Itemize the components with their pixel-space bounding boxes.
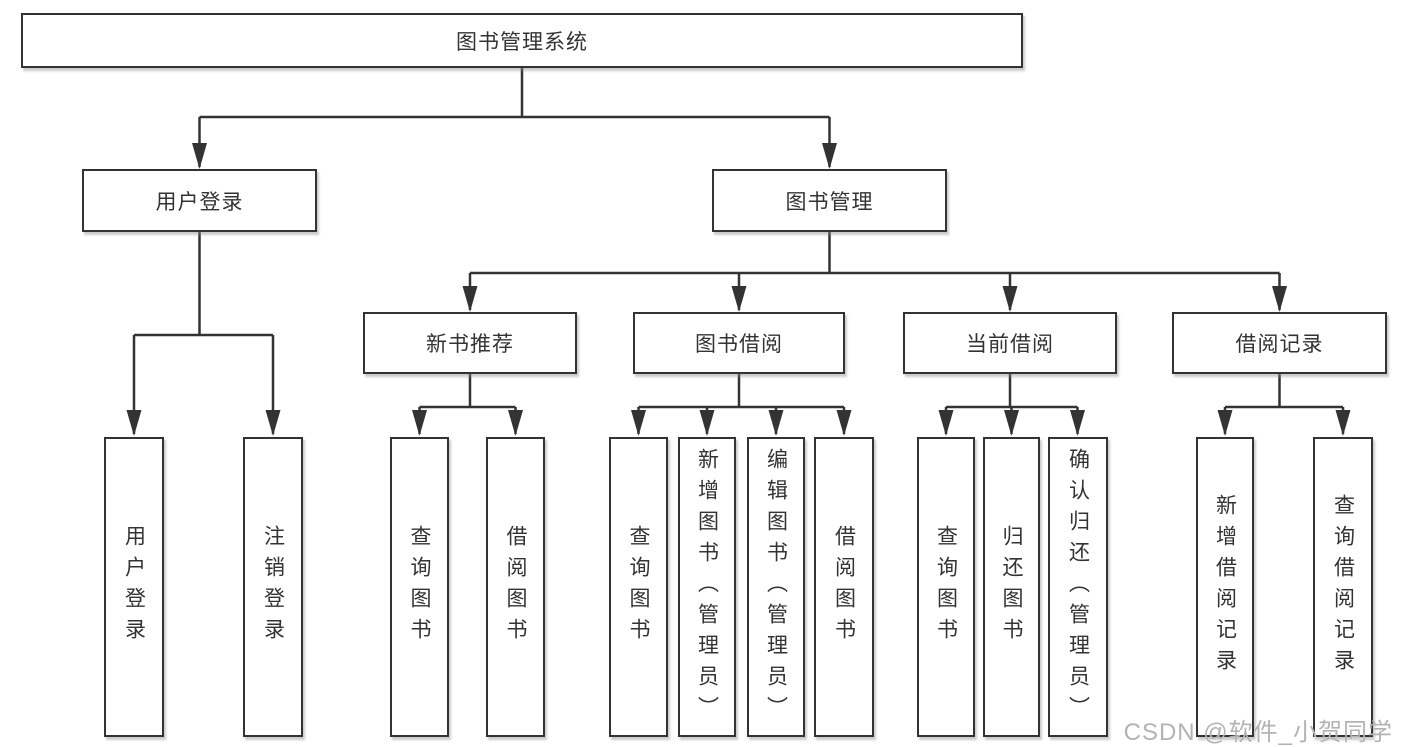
leaf-add-record-label: 新增借阅记录 [1213,494,1237,680]
node-book-borrowing: 图书借阅 [633,312,845,374]
leaf-borrow-book-b-label: 借阅图书 [832,525,856,649]
leaf-query-book-under-current: 查询图书 [917,437,975,737]
node-book-management: 图书管理 [712,169,947,232]
leaf-query-record-label: 查询借阅记录 [1331,494,1355,680]
node-library-system: 图书管理系统 [21,13,1023,68]
node-current-borrowing: 当前借阅 [903,312,1117,374]
leaf-query-book-c-label: 查询图书 [934,525,958,649]
leaf-borrow-book-under-borrowing: 借阅图书 [814,437,874,737]
leaf-user-login: 用户登录 [104,437,164,737]
leaf-query-book-a-label: 查询图书 [408,525,431,649]
leaf-add-book-label: 新增图书（管理员） [695,447,719,727]
connector-trunks [134,68,1343,409]
watermark: CSDN @软件_小贺同学 [1123,719,1393,746]
leaf-query-book-b-label: 查询图书 [627,525,650,649]
leaf-add-borrow-record: 新增借阅记录 [1196,437,1254,737]
leaf-confirm-return-label: 确认归还（管理员） [1066,447,1090,727]
leaf-logout-label: 注销登录 [261,525,285,649]
node-borrow-records: 借阅记录 [1172,312,1387,374]
leaf-query-borrow-record: 查询借阅记录 [1313,437,1373,737]
node-user-login-branch: 用户登录 [82,169,317,232]
leaf-confirm-return-admin: 确认归还（管理员） [1048,437,1108,737]
leaf-query-book-under-recommend: 查询图书 [390,437,449,737]
leaf-logout: 注销登录 [243,437,303,737]
leaf-return-book: 归还图书 [983,437,1040,737]
leaf-return-book-label: 归还图书 [1000,525,1023,649]
leaf-user-login-label: 用户登录 [122,525,146,649]
node-new-book-recommend: 新书推荐 [363,312,577,374]
leaf-edit-book-label: 编辑图书（管理员） [764,447,788,727]
leaf-edit-book-admin: 编辑图书（管理员） [747,437,805,737]
leaf-borrow-book-a-label: 借阅图书 [504,525,527,649]
leaf-add-book-admin: 新增图书（管理员） [678,437,736,737]
leaf-query-book-under-borrowing: 查询图书 [609,437,668,737]
leaf-borrow-book-under-recommend: 借阅图书 [486,437,545,737]
